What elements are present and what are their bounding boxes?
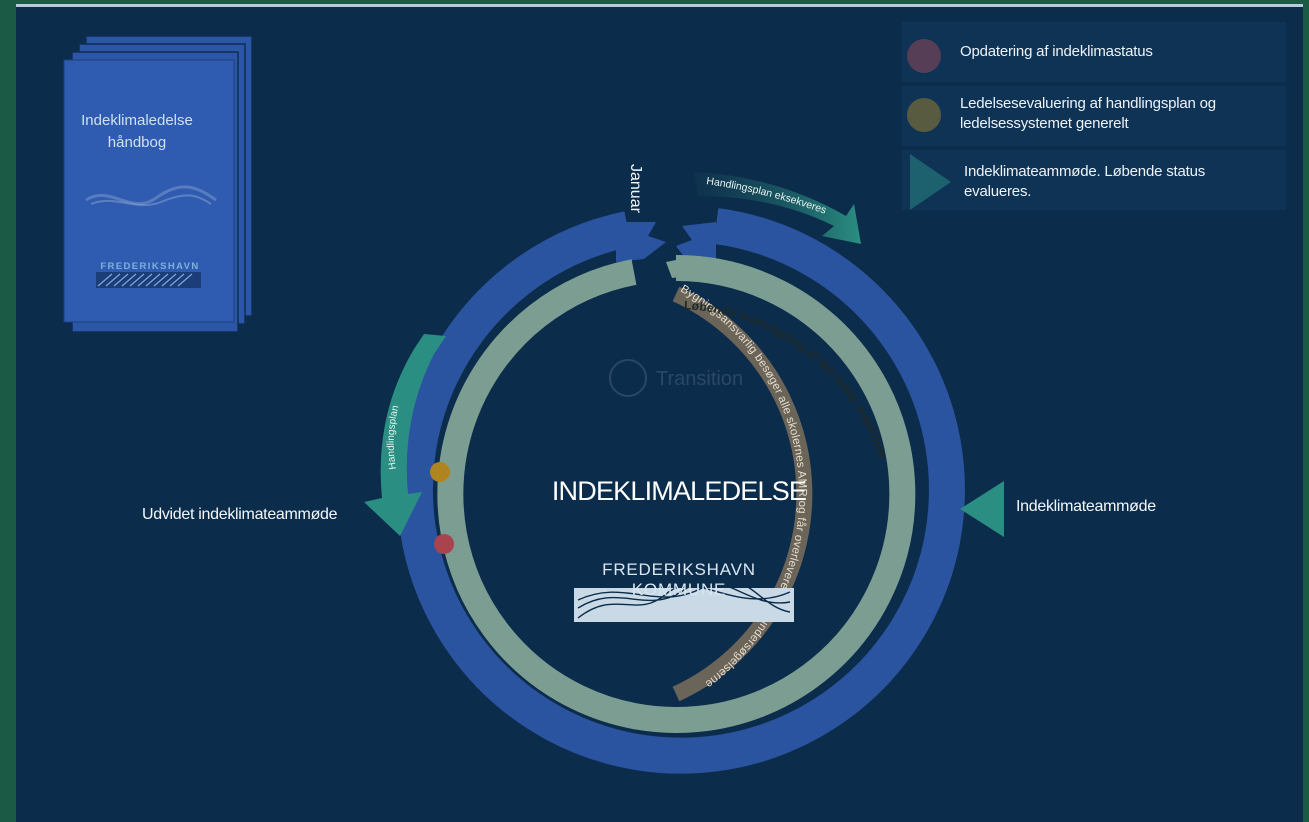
diagram-canvas: Bygningsansvarlig besøger alle skolernes… bbox=[16, 4, 1303, 822]
right-meeting-label: Indeklimateammøde bbox=[1016, 498, 1156, 515]
cycle-diagram: Bygningsansvarlig besøger alle skolernes… bbox=[63, 35, 1004, 774]
left-meeting-label: Udvidet indeklimateammøde bbox=[142, 506, 338, 523]
handbook-brand: FREDERIKSHAVN bbox=[100, 261, 200, 272]
start-month-label: Januar bbox=[627, 164, 644, 213]
legend-row-1 bbox=[902, 22, 1286, 82]
legend-text-2: Ledelsesevaluering af handlingsplan og l… bbox=[960, 95, 1216, 132]
ring-break-right bbox=[676, 222, 716, 262]
handbook-title: Indeklimaledelse håndbog bbox=[81, 112, 193, 151]
outer-ring bbox=[396, 208, 965, 774]
top-arrow bbox=[694, 172, 861, 244]
inner-ring bbox=[437, 255, 916, 733]
marker-gold bbox=[430, 462, 450, 482]
marker-red bbox=[434, 534, 454, 554]
transition-logo-icon bbox=[609, 359, 647, 397]
transition-watermark: Transition bbox=[656, 368, 744, 390]
legend-row-3 bbox=[902, 150, 1286, 210]
handbook-stack bbox=[63, 35, 253, 333]
inner-band bbox=[672, 286, 813, 702]
right-meeting-triangle-icon bbox=[960, 481, 1004, 537]
inner-break bbox=[666, 258, 688, 278]
legend-row-2 bbox=[902, 86, 1286, 146]
diagram-title: INDEKLIMALEDELSE bbox=[551, 476, 807, 506]
organization-name: FREDERIKSHAVN KOMMUNE bbox=[602, 560, 756, 599]
ring-break-left bbox=[616, 222, 666, 262]
legend-text-1: Opdatering af indeklimastatus bbox=[960, 43, 1153, 60]
legend-text-3: Indeklimateammøde. Løbende status evalue… bbox=[964, 163, 1206, 200]
top-divider bbox=[16, 4, 1303, 7]
left-arrow bbox=[364, 334, 446, 536]
